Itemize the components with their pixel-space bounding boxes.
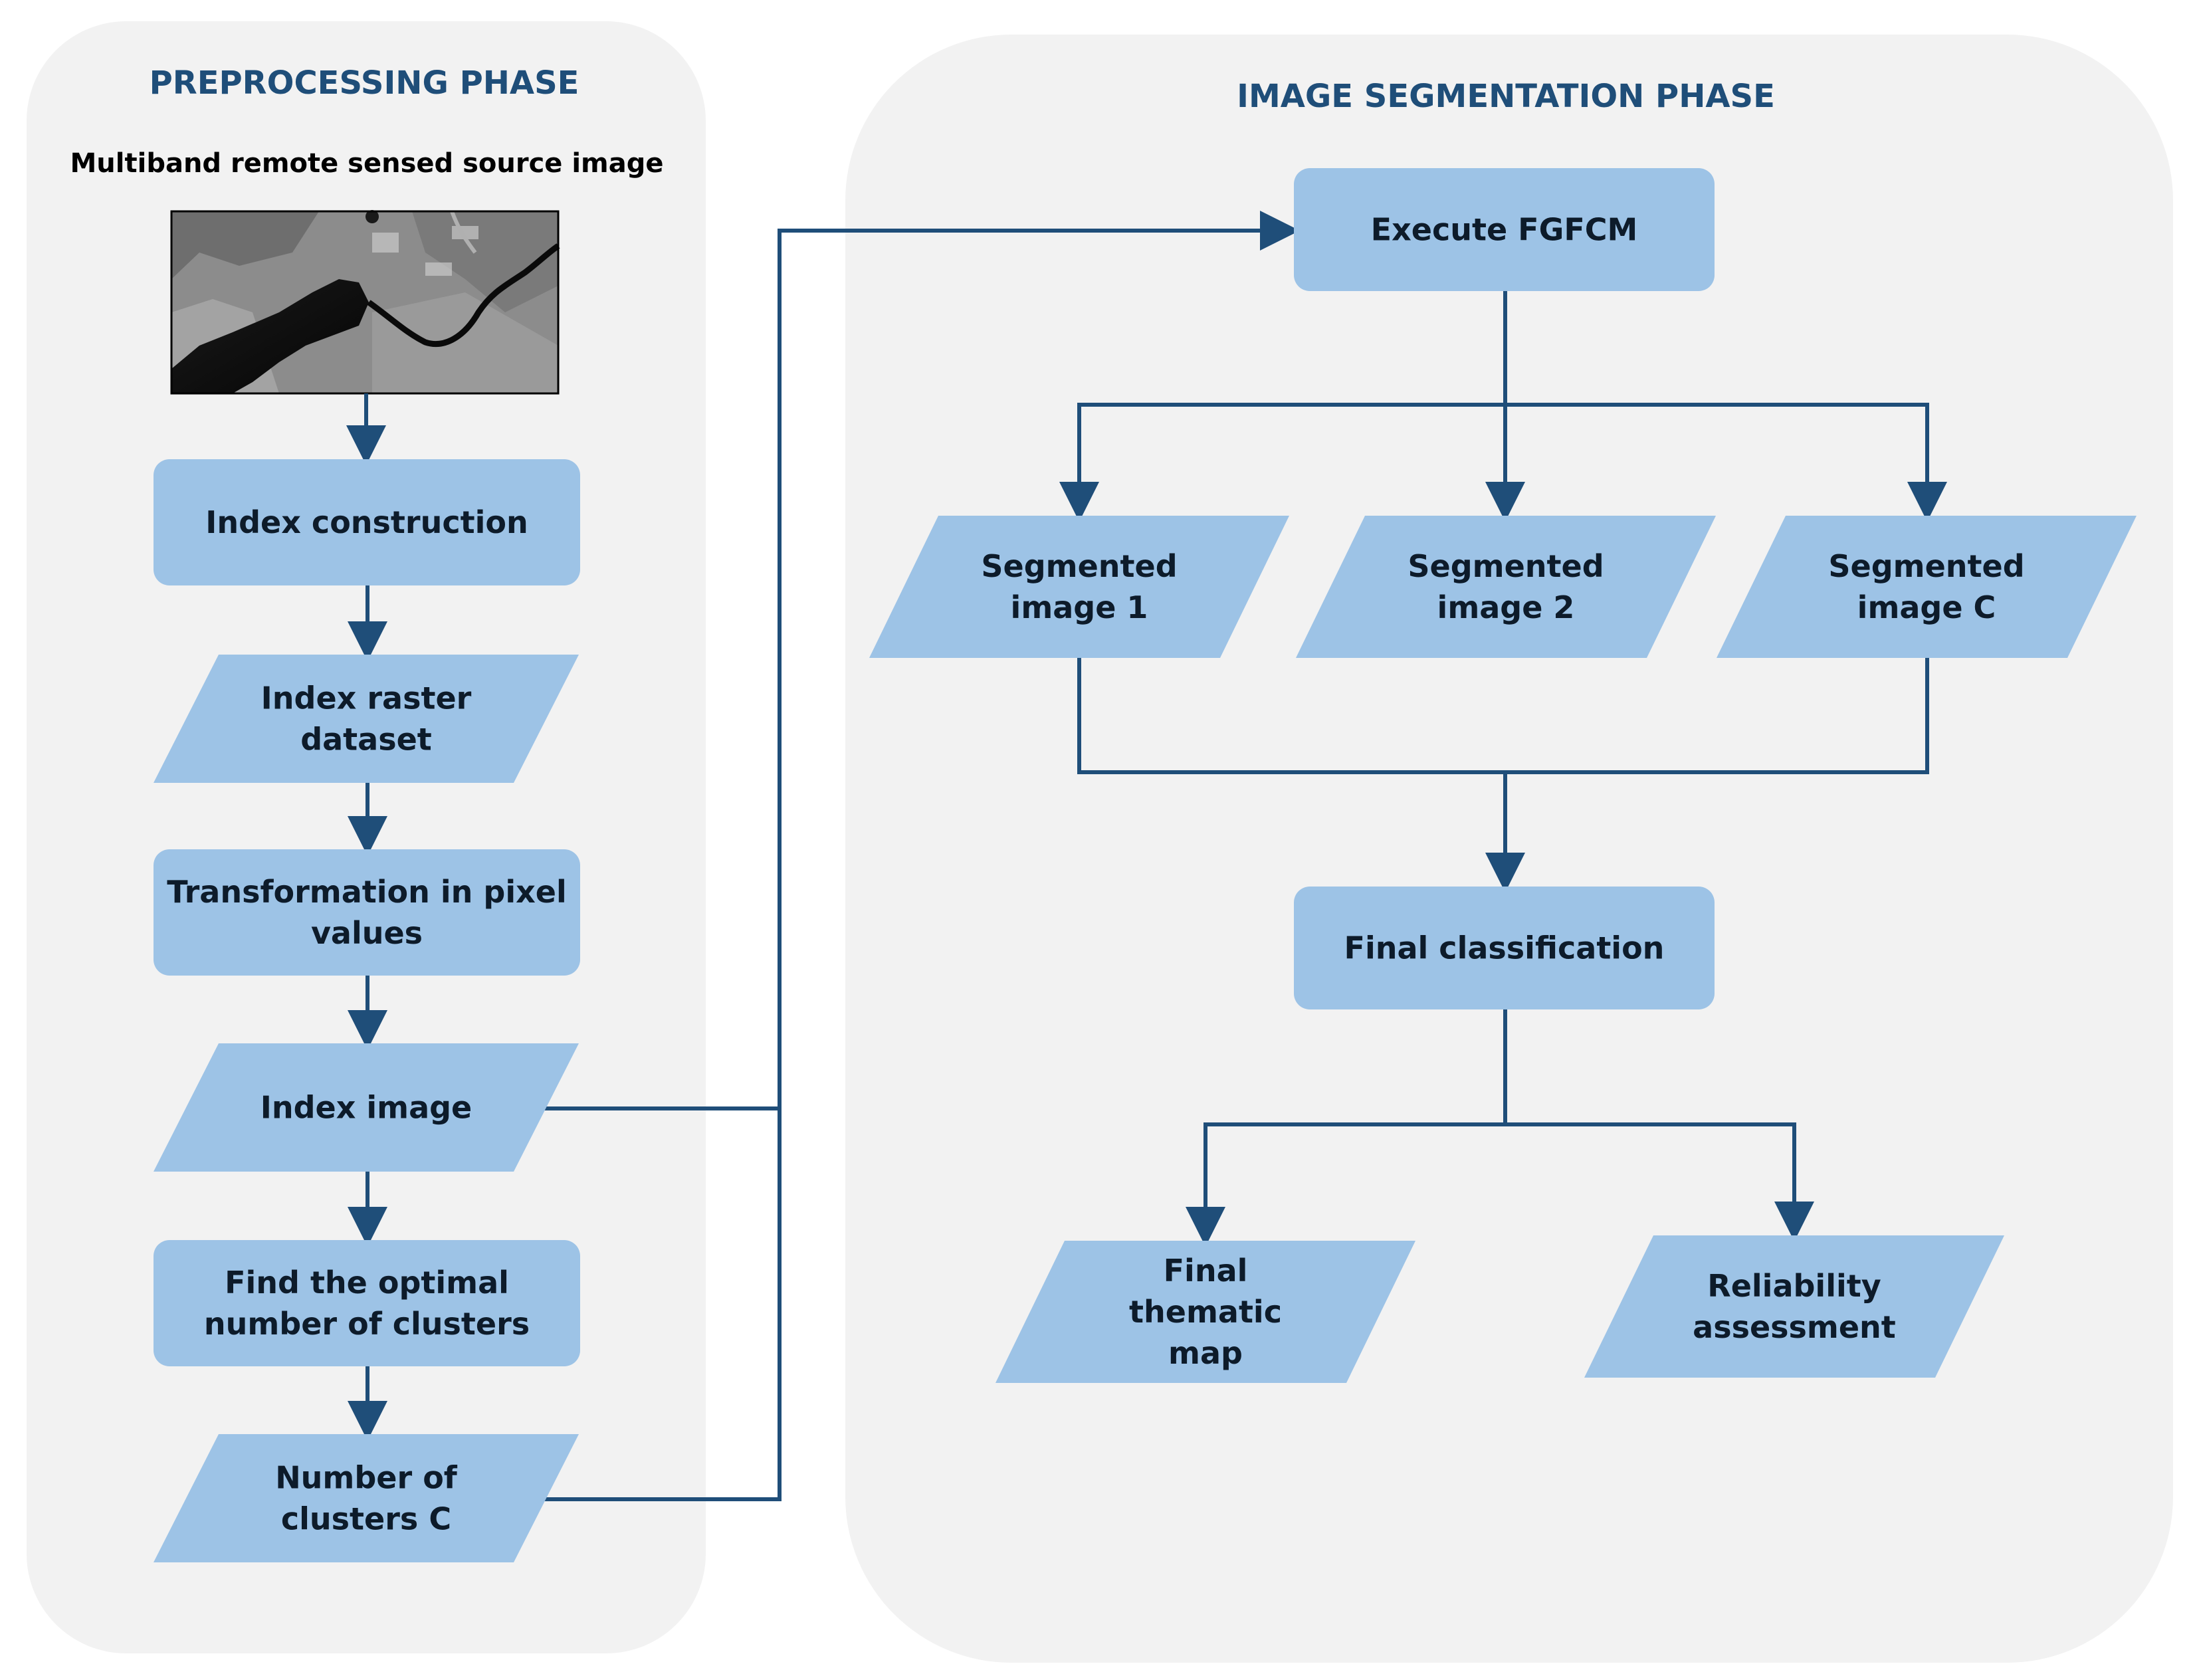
final-thematic-map-data-parallelogram (995, 1241, 1415, 1383)
connector-number-of-clusters-to-execute-fgfcm (538, 1103, 782, 1501)
segmented-image-c-label-line: image C (1857, 589, 1996, 625)
final-thematic-map-label-line: thematic (1129, 1294, 1282, 1330)
final-thematic-map-label-line: map (1168, 1335, 1243, 1371)
connector-final-classification-to-reliability-assessment (1505, 1122, 1814, 1241)
segmented-image-c-label-line: Segmented (1828, 548, 2024, 584)
index-raster-dataset-label-line: dataset (300, 722, 432, 758)
find-optimal-clusters-label-line: Find the optimal (225, 1265, 509, 1301)
index-image-data-parallelogram (154, 1043, 579, 1172)
segmented-image-1-data-parallelogram (869, 516, 1289, 658)
source-image-caption: Multiband remote sensed source image (70, 148, 664, 179)
final-classification-node: Final classification (1294, 887, 1715, 1009)
index-image-node: Index image (154, 1043, 579, 1172)
connector-execute-fgfcm-to-segmented-image-1 (1059, 291, 1507, 522)
index-raster-dataset-data-parallelogram (154, 655, 579, 783)
index-raster-dataset-node: Index raster dataset (154, 655, 579, 783)
number-of-clusters-node: Number of clusters C (154, 1434, 579, 1562)
index-raster-dataset-label-line: Index raster (261, 681, 472, 716)
connector-segmented-image-1-to-final-classification (1077, 658, 1525, 892)
reliability-assessment-data-parallelogram (1584, 1235, 2004, 1378)
find-optimal-clusters-label-line: number of clusters (204, 1306, 530, 1342)
final-thematic-map-node: Final thematic map (995, 1241, 1415, 1383)
reliability-assessment-label-line: assessment (1693, 1309, 1896, 1345)
connector-final-classification-to-final-thematic-map (1186, 1009, 1507, 1247)
segmented-image-2-label-line: image 2 (1437, 589, 1575, 625)
transformation-pixel-values-node: Transformation in pixel values (154, 849, 580, 976)
number-of-clusters-label-line: Number of (275, 1460, 458, 1496)
connector-index-image-to-execute-fgfcm (540, 211, 1300, 1110)
final-thematic-map-label-line: Final (1164, 1253, 1248, 1289)
connector-execute-fgfcm-to-segmented-image-c (1505, 403, 1947, 522)
index-image-label-line: Index image (261, 1090, 472, 1126)
transformation-pixel-values-process-box (154, 849, 580, 976)
number-of-clusters-data-parallelogram (154, 1434, 579, 1562)
segmented-image-c-data-parallelogram (1717, 516, 2137, 658)
final-classification-process-box (1294, 887, 1715, 1009)
transformation-pixel-values-label-line: values (311, 915, 423, 951)
final-classification-label-line: Final classification (1344, 930, 1665, 966)
source-satellite-image (170, 210, 560, 395)
segmented-image-2-node: Segmented image 2 (1296, 516, 1716, 658)
reliability-assessment-node: Reliability assessment (1584, 1235, 2004, 1378)
transformation-pixel-values-label-line: Transformation in pixel (167, 874, 566, 910)
segmented-image-2-label-line: Segmented (1408, 548, 1604, 584)
segmented-image-1-label-line: Segmented (981, 548, 1177, 584)
find-optimal-clusters-process-box (154, 1240, 580, 1366)
index-construction-process-box (154, 459, 580, 585)
segmentation-phase-title: IMAGE SEGMENTATION PHASE (1237, 78, 1775, 115)
index-construction-label-line: Index construction (205, 504, 528, 540)
number-of-clusters-label-line: clusters C (281, 1501, 451, 1537)
connector-segmented-image-c-to-final-classification (1505, 658, 1929, 774)
segmented-image-c-node: Segmented image C (1717, 516, 2137, 658)
index-construction-node: Index construction (154, 459, 580, 585)
execute-fgfcm-label-line: Execute FGFCM (1371, 212, 1638, 248)
find-optimal-clusters-node: Find the optimal number of clusters (154, 1240, 580, 1366)
reliability-assessment-label-line: Reliability (1707, 1268, 1881, 1304)
preprocessing-phase-title: PREPROCESSING PHASE (150, 64, 579, 102)
segmented-image-2-data-parallelogram (1296, 516, 1716, 658)
execute-fgfcm-process-box (1294, 168, 1715, 291)
segmented-image-1-label-line: image 1 (1011, 589, 1148, 625)
execute-fgfcm-node: Execute FGFCM (1294, 168, 1715, 291)
segmented-image-1-node: Segmented image 1 (869, 516, 1289, 658)
